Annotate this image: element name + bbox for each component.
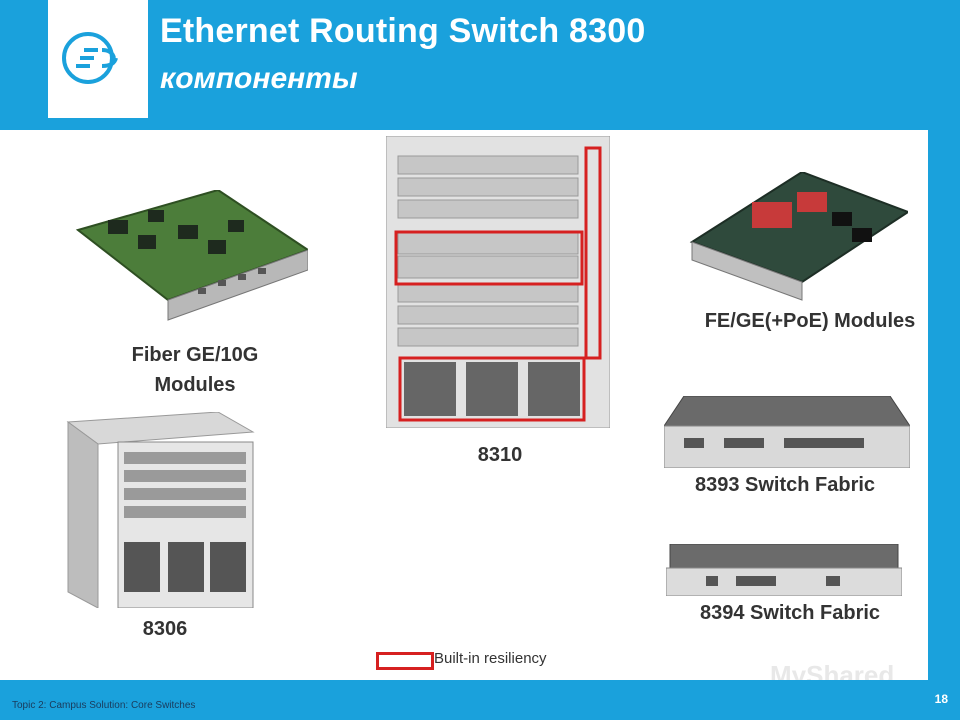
fe-ge-module-label: FE/GE(+PoE) Modules xyxy=(704,310,916,332)
fiber-module-label: Fiber GE/10G Modules xyxy=(131,344,259,396)
fe-ge-module-image xyxy=(689,172,908,301)
resiliency-highlight-power xyxy=(398,356,586,422)
legend-text: Built-in resiliency xyxy=(434,650,547,667)
page-title: Ethernet Routing Switch 8300 xyxy=(160,12,646,50)
fabric-8393-image xyxy=(664,396,910,468)
footer-topic: Topic 2: Campus Solution: Core Switches xyxy=(12,700,196,711)
chassis-8306-image xyxy=(66,412,255,608)
resiliency-highlight-fans xyxy=(584,146,602,360)
fiber-module-image xyxy=(75,190,308,321)
page-subtitle: компоненты xyxy=(160,62,358,95)
logo-icon xyxy=(62,32,118,84)
page-number: 18 xyxy=(934,692,948,706)
chassis-8310-label: 8310 xyxy=(477,444,523,466)
chassis-8310-image xyxy=(386,136,610,428)
fabric-8393-label: 8393 Switch Fabric xyxy=(694,474,876,496)
legend-swatch xyxy=(376,652,434,670)
company-logo xyxy=(48,0,148,118)
fabric-8394-label: 8394 Switch Fabric xyxy=(699,602,881,624)
footer: Topic 2: Campus Solution: Core Switches … xyxy=(0,680,960,720)
header-band xyxy=(0,0,960,130)
fabric-8394-image xyxy=(666,544,902,596)
chassis-8306-label: 8306 xyxy=(142,618,188,640)
resiliency-highlight-fabric xyxy=(394,230,584,286)
